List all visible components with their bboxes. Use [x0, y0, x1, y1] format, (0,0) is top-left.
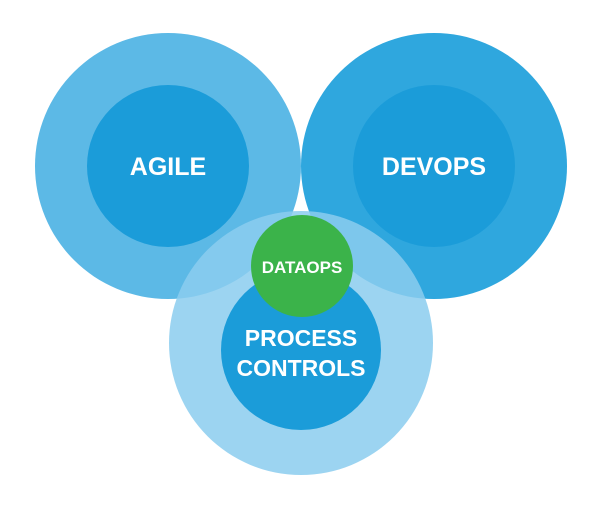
- process-controls-inner-circle: [221, 270, 381, 430]
- agile-label: AGILE: [130, 153, 206, 181]
- dataops-label: DATAOPS: [262, 258, 343, 277]
- devops-label: DEVOPS: [382, 153, 486, 181]
- dataops-circle: [251, 215, 353, 317]
- devops-inner-circle: [353, 85, 515, 247]
- agile-inner-circle: [87, 85, 249, 247]
- process-controls-label-line2: CONTROLS: [236, 355, 365, 381]
- process-controls-label-line1: PROCESS: [245, 325, 357, 351]
